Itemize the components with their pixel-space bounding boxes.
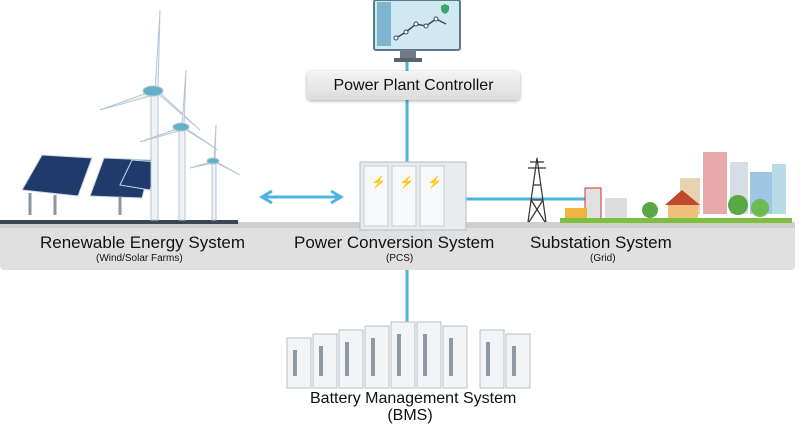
- svg-text:⚡: ⚡: [399, 175, 414, 189]
- svg-text:⚡: ⚡: [427, 175, 442, 189]
- renewable-energy-subtitle: (Wind/Solar Farms): [96, 253, 183, 264]
- bms-title-line2: (BMS): [387, 407, 433, 424]
- bms-title: Battery Management System (BMS): [310, 390, 517, 424]
- controller-monitor-icon: [373, 0, 461, 62]
- pcs-title: Power Conversion System: [294, 233, 495, 252]
- solar-panels-icon: [21, 154, 159, 215]
- pcs-subtitle: (PCS): [386, 253, 414, 264]
- wind-turbines-icon: [99, 9, 241, 221]
- renewable-energy-title: Renewable Energy System: [40, 233, 246, 252]
- substation-title: Substation System: [530, 233, 672, 252]
- svg-text:⚡: ⚡: [371, 175, 386, 189]
- bms-title-line1: Battery Management System: [310, 390, 517, 407]
- pcs-cabinet-icon: ⚡ ⚡ ⚡: [359, 161, 467, 231]
- battery-racks-icon: [286, 321, 531, 389]
- power-plant-controller-box: Power Plant Controller: [307, 71, 520, 100]
- transmission-tower-icon: [527, 157, 547, 223]
- connector-lines: [259, 62, 585, 322]
- city-icon: [560, 152, 792, 223]
- substation-subtitle: (Grid): [590, 253, 616, 264]
